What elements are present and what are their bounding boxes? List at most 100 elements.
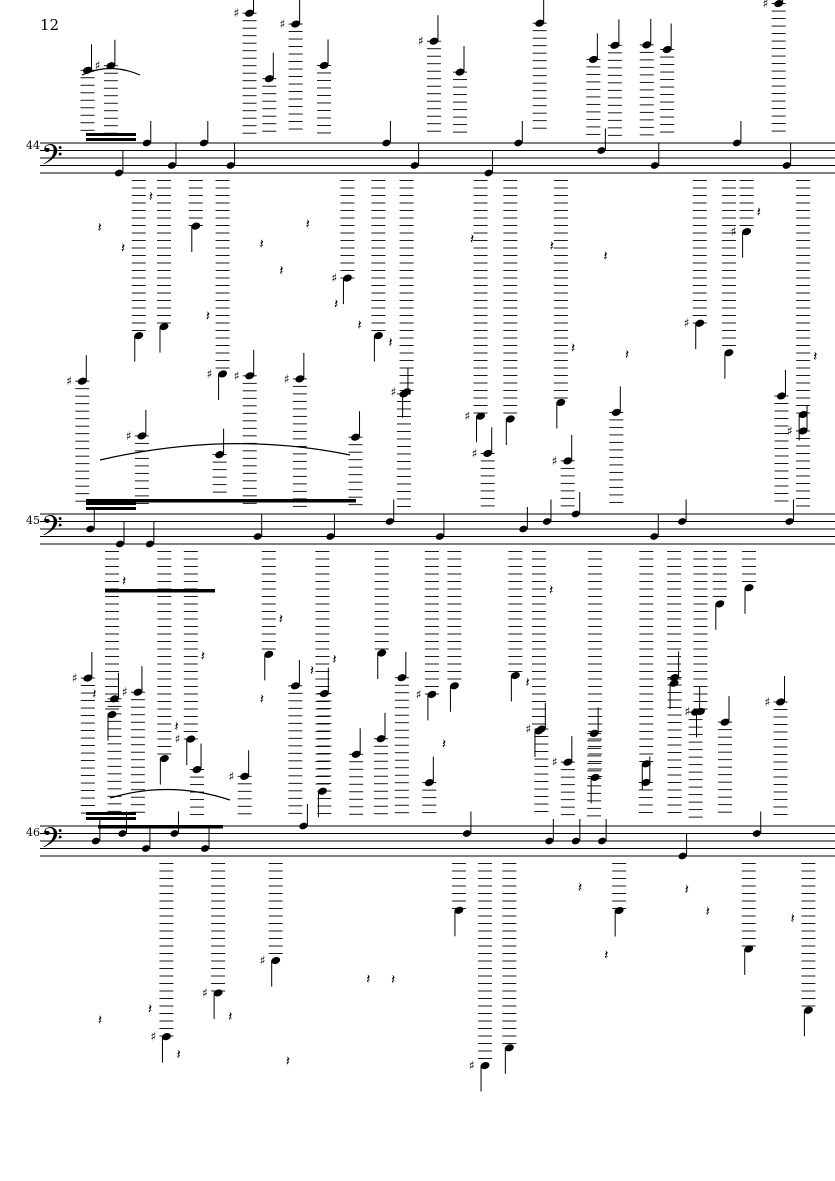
- beam: [86, 812, 136, 815]
- note-head: [650, 533, 659, 540]
- rest-icon: 𝄽: [578, 880, 582, 896]
- note-head: [376, 735, 386, 743]
- note-head: [597, 147, 606, 154]
- rest-icon: 𝄽: [201, 648, 205, 664]
- note-head: [480, 1062, 490, 1070]
- sharp-icon: ♯: [765, 695, 771, 709]
- note-head: [662, 45, 672, 54]
- note-head: [691, 708, 701, 716]
- sharp-icon: ♯: [525, 722, 531, 736]
- beam: [86, 138, 136, 141]
- note-head: [299, 822, 308, 830]
- note-head: [295, 375, 305, 383]
- note-head: [614, 906, 624, 915]
- note-head: [427, 690, 437, 698]
- note-head: [641, 760, 651, 768]
- note-head: [271, 956, 281, 965]
- note-head: [133, 688, 143, 696]
- beam: [105, 589, 215, 593]
- note-head: [382, 139, 391, 147]
- measure-number-45: 45: [26, 514, 40, 527]
- note-head: [641, 778, 651, 786]
- sharp-icon: ♯: [787, 424, 793, 438]
- note-head: [290, 682, 300, 690]
- rest-icon: 𝄽: [391, 972, 395, 988]
- rest-icon: 𝄽: [604, 948, 608, 964]
- note-head: [218, 370, 228, 378]
- note-head: [115, 540, 125, 548]
- sharp-icon: ♯: [202, 986, 208, 1000]
- note-head: [803, 1006, 813, 1014]
- note-head: [141, 845, 151, 852]
- note-head: [724, 349, 734, 357]
- rest-icon: 𝄽: [279, 611, 283, 627]
- sharp-icon: ♯: [331, 271, 337, 285]
- note-head: [449, 682, 459, 690]
- rest-icon: 𝄽: [470, 232, 474, 248]
- note-head: [106, 62, 116, 70]
- rest-icon: 𝄽: [442, 736, 446, 752]
- note-head: [170, 830, 179, 837]
- rest-icon: 𝄽: [625, 347, 629, 363]
- measure-number-46: 46: [26, 826, 40, 839]
- rest-icon: 𝄽: [757, 205, 761, 221]
- note-head: [118, 830, 127, 837]
- note-head: [798, 427, 808, 435]
- note-head: [571, 510, 580, 518]
- page-number: 12: [40, 16, 60, 34]
- sharp-icon: ♯: [391, 385, 397, 399]
- note-head: [454, 906, 464, 914]
- note-head: [556, 398, 566, 407]
- beam: [86, 499, 356, 503]
- bass-clef-icon: 𝄢: [41, 822, 63, 862]
- sharp-icon: ♯: [684, 316, 690, 330]
- rest-icon: 𝄽: [550, 238, 554, 254]
- sharp-icon: ♯: [280, 17, 286, 31]
- note-head: [589, 729, 599, 737]
- sharp-icon: ♯: [472, 446, 478, 460]
- sharp-icon: ♯: [150, 1030, 156, 1044]
- note-head: [484, 169, 493, 177]
- sharp-icon: ♯: [416, 687, 422, 701]
- sharp-icon: ♯: [95, 59, 101, 73]
- note-head: [535, 19, 545, 27]
- note-head: [253, 533, 262, 540]
- note-head: [563, 457, 573, 465]
- rest-icon: 𝄽: [228, 1009, 232, 1025]
- sharp-icon: ♯: [731, 225, 737, 239]
- note-head: [342, 274, 352, 282]
- note-head: [483, 449, 493, 457]
- note-head: [742, 228, 752, 236]
- rest-icon: 𝄽: [260, 237, 264, 253]
- sharp-icon: ♯: [234, 369, 240, 383]
- beam: [86, 502, 136, 505]
- beam: [86, 817, 136, 820]
- rest-icon: 𝄽: [366, 971, 370, 987]
- rest-icon: 𝄽: [813, 349, 817, 365]
- note-head: [377, 649, 387, 657]
- note-head: [505, 415, 515, 423]
- bass-clef-icon: 𝄢: [41, 510, 63, 550]
- note-head: [351, 750, 361, 758]
- beam: [86, 133, 136, 136]
- note-head: [161, 1033, 171, 1041]
- rest-icon: 𝄽: [357, 317, 361, 333]
- note-head: [77, 377, 87, 385]
- note-head: [186, 735, 196, 743]
- rest-icon: 𝄽: [206, 308, 210, 324]
- note-head: [91, 837, 100, 845]
- note-head: [264, 75, 274, 83]
- note-head: [519, 525, 528, 533]
- sharp-icon: ♯: [260, 954, 266, 968]
- sharp-icon: ♯: [229, 769, 235, 783]
- sharp-icon: ♯: [207, 367, 213, 381]
- note-head: [720, 718, 730, 726]
- note-head: [240, 772, 250, 780]
- rest-icon: 𝄽: [97, 220, 101, 236]
- rest-icon: 𝄽: [148, 1002, 152, 1018]
- note-head: [429, 37, 439, 45]
- rest-icon: 𝄽: [603, 249, 607, 265]
- rest-icon: 𝄽: [310, 663, 314, 679]
- note-head: [86, 525, 95, 533]
- note-head: [510, 671, 520, 680]
